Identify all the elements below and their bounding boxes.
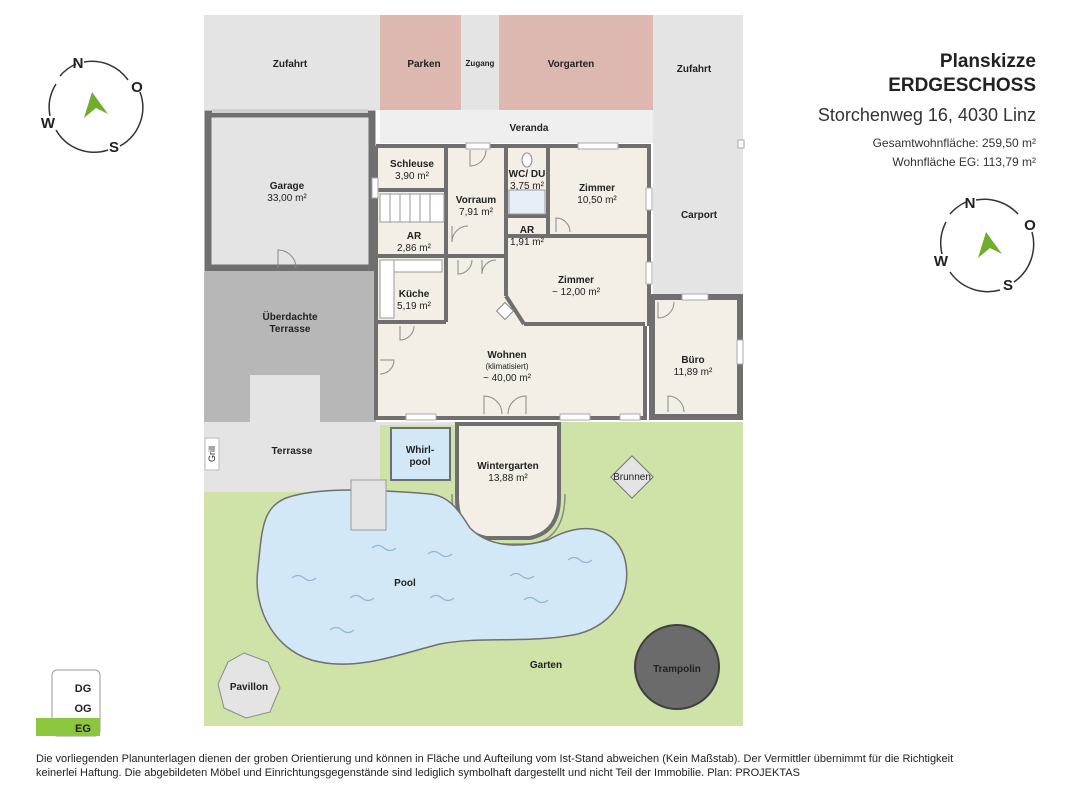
column — [495, 301, 515, 321]
zimmer1-name: Zimmer — [579, 183, 615, 194]
property-address: Storchenweg 16, 4030 Linz — [817, 105, 1036, 125]
veranda-area — [380, 110, 653, 143]
zufahrt-left-area — [204, 15, 380, 110]
carport-area — [653, 110, 743, 295]
buero-area: 11,89 m² — [674, 367, 713, 378]
title-block: Planskizze ERDGESCHOSS Storchenweg 16, 4… — [818, 50, 1036, 172]
kueche-area: 5,19 m² — [397, 301, 432, 312]
compass-needle-left — [84, 92, 108, 118]
ar2-area: 1,91 m² — [510, 237, 545, 248]
label-garten: Garten — [530, 660, 562, 671]
wc-shower — [508, 189, 546, 215]
garage-door-swing — [277, 249, 297, 269]
compass-right-o: O — [1024, 217, 1036, 234]
label-zufahrt-left: Zufahrt — [273, 59, 308, 70]
label-ueberdachte-1: Überdachte — [262, 310, 317, 323]
garage-name: Garage — [270, 181, 305, 192]
wc-area: 3,75 m² — [510, 181, 545, 192]
wc-name: WC/ DU — [509, 169, 546, 180]
compass-right — [940, 198, 1035, 293]
label-whirl-2: pool — [409, 457, 430, 468]
schleuse-name: Schleuse — [390, 159, 434, 170]
vorraum-area: 7,91 m² — [459, 207, 494, 218]
floor-eg-highlight — [36, 718, 100, 736]
label-zufahrt-right: Zufahrt — [677, 64, 712, 75]
compass-left-w: W — [41, 115, 56, 132]
ar2-name: AR — [520, 225, 535, 236]
label-trampolin: Trampolin — [653, 664, 701, 675]
compass-right-w: W — [934, 253, 949, 270]
disclaimer-line-1: Die vorliegenden Planunterlagen dienen d… — [36, 753, 954, 765]
disclaimer: Die vorliegenden Planunterlagen dienen d… — [36, 752, 1046, 780]
label-carport: Carport — [681, 210, 718, 221]
floor-dg[interactable]: DG — [75, 683, 92, 695]
grill — [204, 437, 220, 471]
parken-area — [380, 15, 461, 110]
compass-left-n: N — [73, 55, 84, 72]
pool-ladder-platform — [350, 479, 387, 531]
label-brunnen: Brunnen — [613, 472, 651, 483]
zugang-area — [461, 15, 499, 110]
staircase — [379, 193, 445, 223]
wohnen-name: Wohnen — [487, 350, 526, 361]
garage-door — [212, 109, 368, 113]
label-terrasse: Terrasse — [272, 446, 313, 457]
pavillon — [217, 652, 281, 719]
label-pool: Pool — [394, 578, 416, 589]
ground-floor-area: Wohnfläche EG: 113,79 m² — [892, 155, 1036, 169]
whirlpool — [390, 427, 451, 481]
label-zugang: Zugang — [466, 59, 495, 68]
compass-left-o: O — [131, 79, 143, 96]
buero-name: Büro — [681, 355, 704, 366]
plan-title: Planskizze — [939, 51, 1036, 72]
ar1-area: 2,86 m² — [397, 243, 432, 254]
wohnen-note: (klimatisiert) — [485, 362, 528, 371]
label-veranda: Veranda — [510, 123, 549, 134]
plan-floor-title: ERDGESCHOSS — [888, 75, 1036, 96]
disclaimer-line-2: keinerlei Haftung. Die abgebildeten Möbe… — [36, 767, 800, 779]
garage-area: 33,00 m² — [267, 193, 307, 204]
kueche-name: Küche — [399, 289, 430, 300]
pool-waves — [291, 544, 593, 634]
label-parken: Parken — [407, 59, 440, 70]
compass-left-s: S — [109, 139, 119, 156]
compass-needle-right — [978, 232, 1002, 258]
compass-right-s: S — [1003, 277, 1013, 294]
kitchen-counter-top — [393, 259, 443, 273]
vorraum-name: Vorraum — [456, 195, 496, 206]
label-whirl-1: Whirl- — [406, 445, 434, 456]
trampolin — [634, 624, 720, 710]
zimmer1-area: 10,50 m² — [577, 195, 617, 206]
floor-selector: DG OG EG — [36, 669, 101, 737]
floor-og[interactable]: OG — [74, 703, 91, 715]
zimmer2-area: ~ 12,00 m² — [552, 287, 601, 298]
schleuse-area: 3,90 m² — [395, 171, 430, 182]
wohnen-area: ~ 40,00 m² — [483, 373, 532, 384]
label-grill: Grill — [207, 446, 217, 462]
ar1-name: AR — [407, 231, 422, 242]
terrace-step — [250, 375, 320, 422]
pool-basin — [256, 489, 628, 665]
label-ueberdachte-2: Terrasse — [270, 324, 311, 335]
floor-eg[interactable]: EG — [75, 723, 91, 735]
label-vorgarten: Vorgarten — [548, 59, 595, 70]
compass-right-n: N — [965, 195, 976, 212]
brunnen — [610, 455, 654, 499]
toilet-icon — [521, 152, 533, 168]
vorgarten-area — [499, 15, 653, 110]
wintergarten-area: 13,88 m² — [488, 473, 528, 484]
windows — [371, 139, 745, 421]
garage-room — [204, 110, 376, 272]
wintergarten-name: Wintergarten — [477, 461, 539, 472]
label-pavillon: Pavillon — [230, 682, 268, 693]
kitchen-counter — [379, 259, 395, 319]
compass-left — [48, 60, 144, 153]
zimmer2-name: Zimmer — [558, 275, 594, 286]
total-living-area: Gesamtwohnfläche: 259,50 m² — [872, 136, 1036, 150]
zufahrt-right-area — [653, 15, 743, 110]
